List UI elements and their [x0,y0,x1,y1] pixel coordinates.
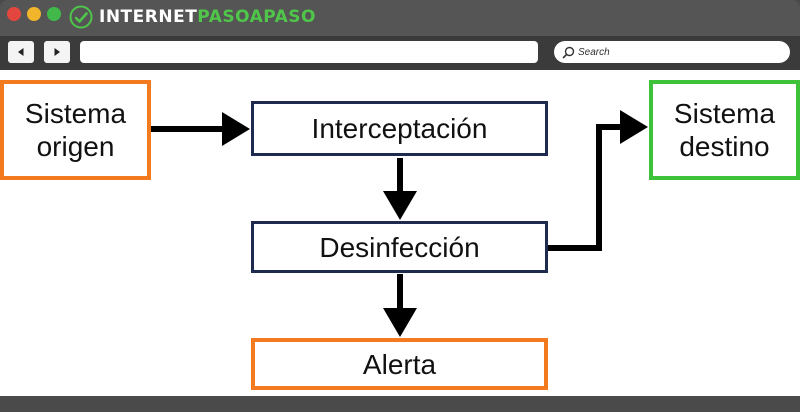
search-input[interactable]: Search [554,41,790,63]
node-disinfection-label: Desinfección [319,231,480,263]
arrowhead-right [620,110,648,144]
node-destination-line1: Sistema [673,98,776,129]
back-button[interactable] [8,41,34,63]
node-disinfection: Desinfección [251,221,548,273]
search-placeholder: Search [578,46,610,58]
node-destination-system: Sistema destino [649,80,800,180]
arrowhead-down [383,308,417,337]
logo-text-main: INTERNET [99,7,198,27]
browser-toolbar: Search [0,36,800,70]
node-interception: Interceptación [251,101,548,156]
node-destination-line2: destino [679,131,770,162]
close-window-button[interactable] [7,7,21,21]
site-logo: INTERNETPASOAPASO [69,3,316,31]
node-source-line1: Sistema [24,98,127,129]
address-bar[interactable] [80,41,538,63]
node-interception-label: Interceptación [311,113,488,144]
diagram-arrows [151,110,648,337]
logo-text-accent: PASOAPASO [197,7,316,27]
node-source-system: Sistema origen [0,80,151,180]
diagram-canvas: Sistema origen Interceptación Desinfecci… [0,70,800,396]
arrowhead-right [222,112,250,146]
title-bar: INTERNETPASOAPASO [0,0,800,36]
search-icon [562,46,575,58]
forward-button[interactable] [44,41,70,63]
maximize-window-button[interactable] [47,7,61,21]
logo-text: INTERNETPASOAPASO [99,7,316,27]
arrowhead-down [383,191,417,220]
arrow-left-icon [18,48,24,56]
node-alert: Alerta [251,338,548,390]
logo-icon [69,5,93,29]
arrow-disinfect-to-destination [548,124,623,251]
arrow-right-icon [54,48,60,56]
node-source-line2: origen [36,131,115,162]
node-alert-label: Alerta [362,348,437,380]
minimize-window-button[interactable] [27,7,41,21]
